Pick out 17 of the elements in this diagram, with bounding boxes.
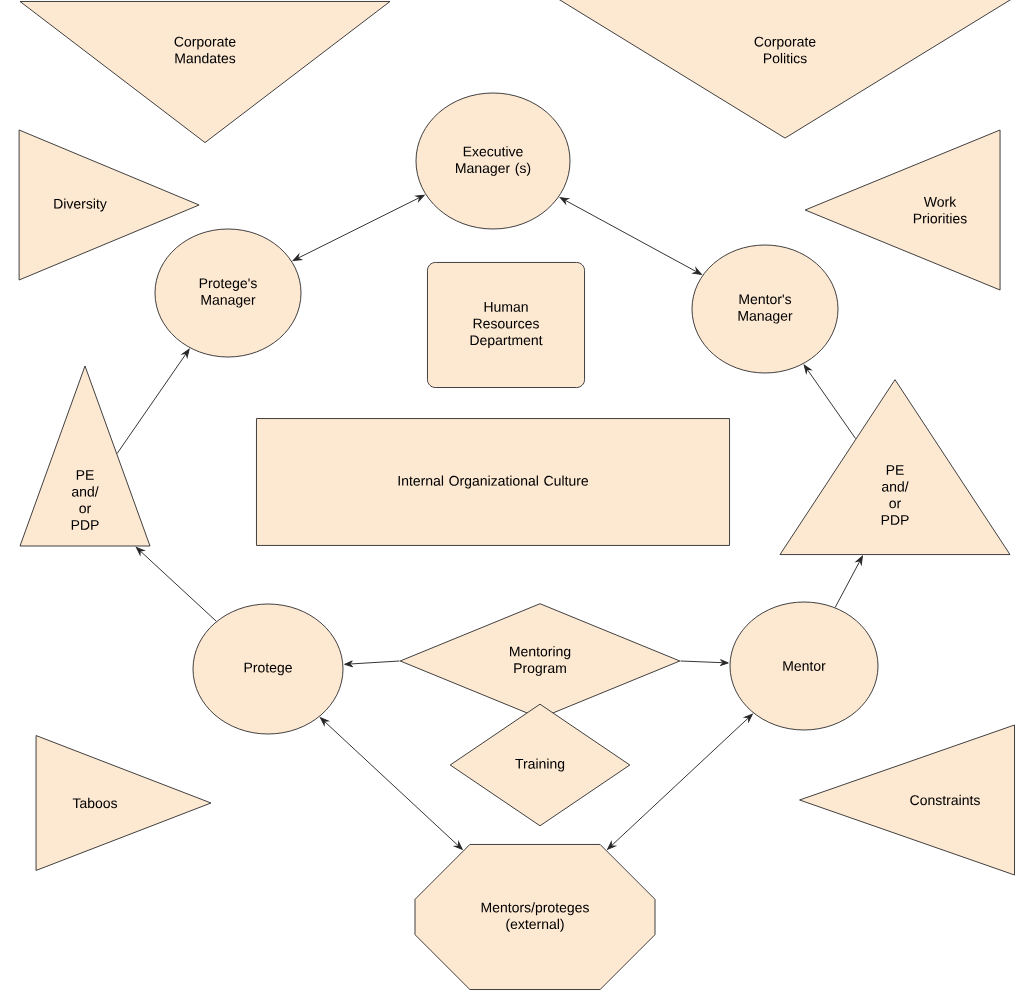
arrow	[680, 659, 729, 667]
arrow	[320, 717, 463, 850]
arrow	[559, 197, 702, 275]
rectangle-box: Internal Organizational Culture	[256, 418, 730, 546]
ellipse-node: Executive Manager (s)	[415, 92, 571, 230]
ellipse-node: Protege	[192, 603, 344, 735]
arrow	[607, 713, 753, 850]
ellipse-node: Protege's Manager	[154, 228, 302, 358]
arrow	[344, 660, 400, 668]
arrow	[116, 348, 190, 455]
ellipse-node: Mentor	[729, 601, 879, 731]
arrow	[803, 364, 857, 439]
arrow	[292, 194, 425, 262]
arrow	[135, 546, 217, 622]
rounded-box: Human Resources Department	[427, 262, 585, 388]
arrow	[834, 555, 863, 608]
ellipse-node: Mentor's Manager	[691, 244, 839, 374]
